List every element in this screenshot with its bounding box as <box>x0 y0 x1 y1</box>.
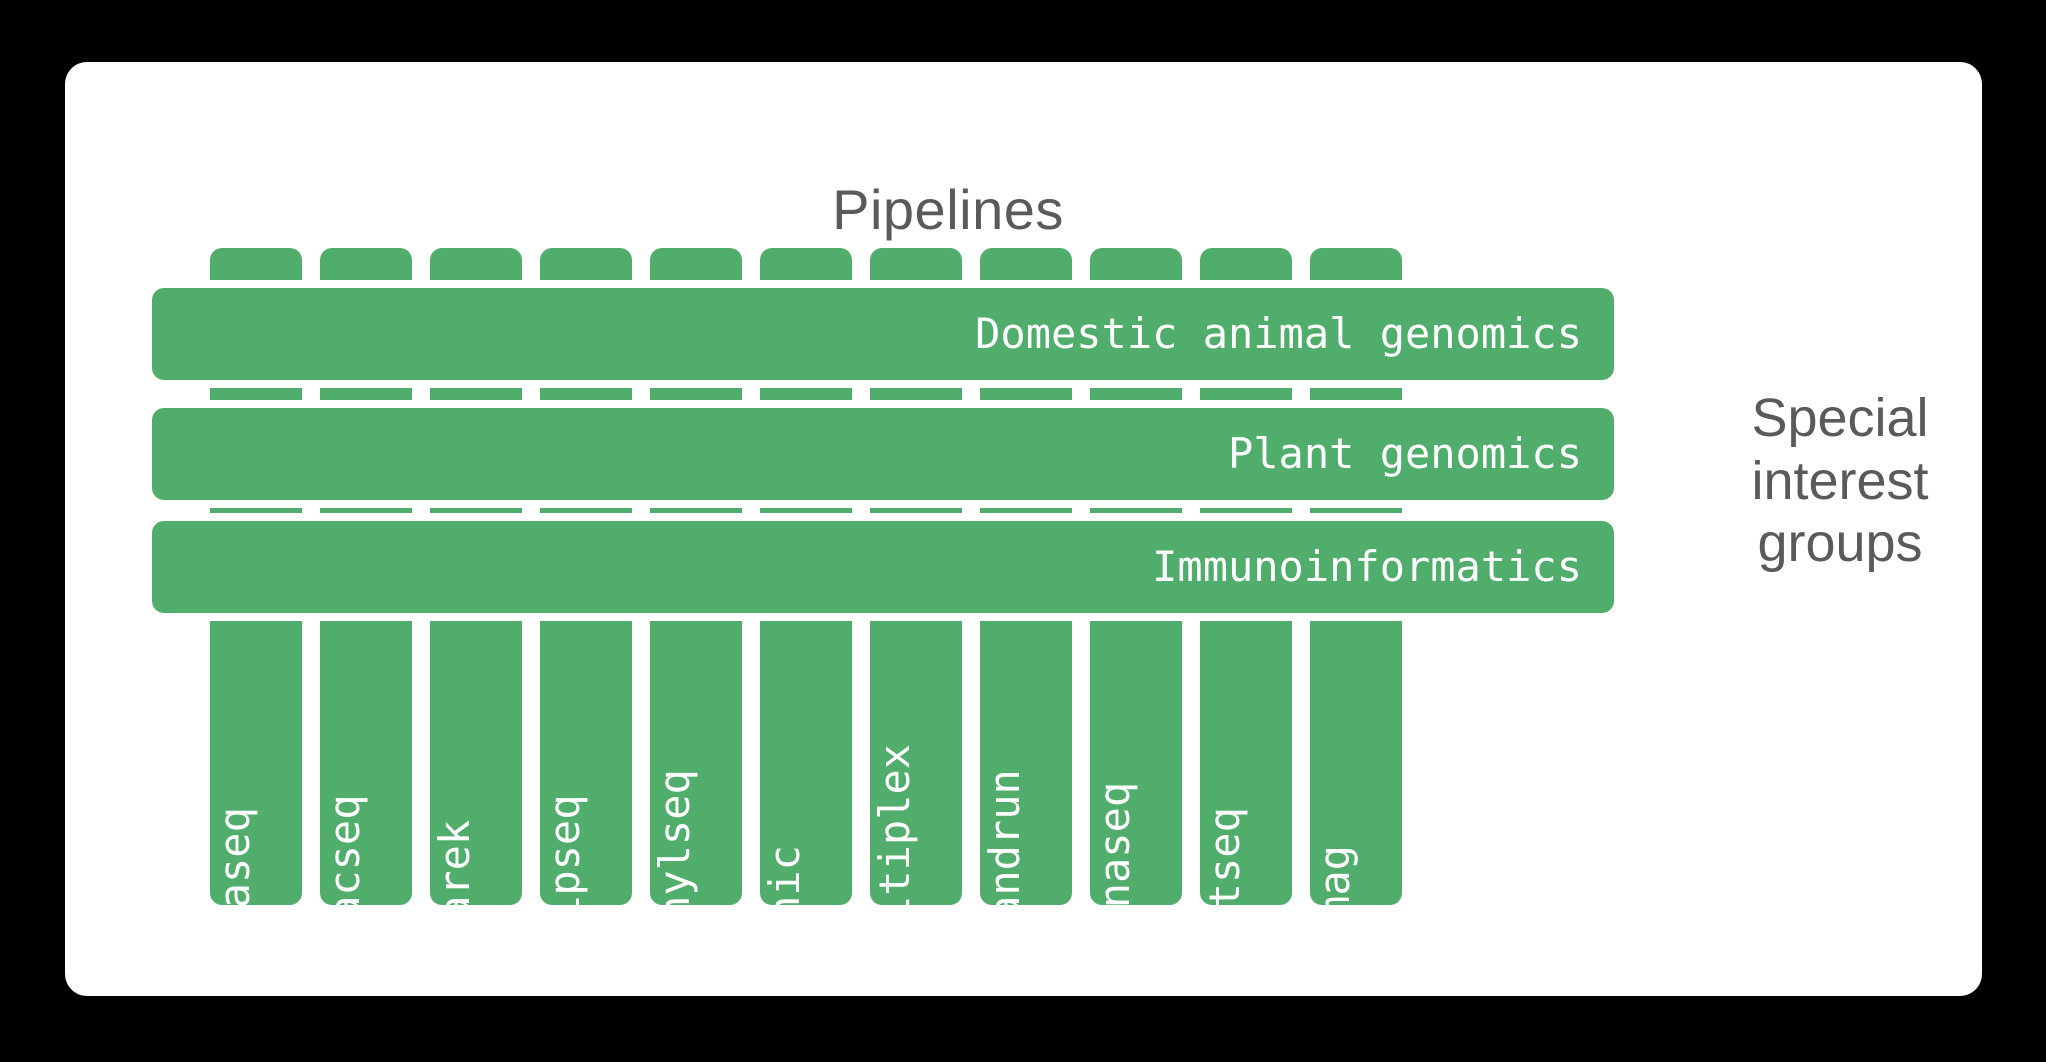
pipeline-column-segment-demultiplex[interactable] <box>870 508 962 513</box>
sig-bar-label: Immunoinformatics <box>1152 542 1582 591</box>
pipeline-column-segment-methylseq[interactable] <box>650 508 742 513</box>
pipeline-label-wrap: chipseq <box>540 621 632 905</box>
pipeline-label-wrap: rnaseq <box>210 621 302 905</box>
pipeline-column-segment-mag[interactable] <box>1310 508 1402 513</box>
pipeline-column-hgtseq[interactable]: hgtseq <box>1200 621 1292 905</box>
sig-bar-immunoinformatics[interactable]: Immunoinformatics <box>152 521 1614 613</box>
page-title: Pipelines <box>832 178 1064 241</box>
pipeline-label-hic: hic <box>760 845 809 905</box>
pipeline-column-demultiplex[interactable]: demultiplex <box>870 621 962 905</box>
pipeline-label-chipseq: chipseq <box>540 794 589 905</box>
pipeline-column-segment-hic[interactable] <box>760 508 852 513</box>
pipeline-label-wrap: cutandrun <box>980 621 1072 905</box>
pipeline-column-segment-demultiplex[interactable] <box>870 388 962 400</box>
pipeline-column-segment-sarek[interactable] <box>430 388 522 400</box>
pipeline-column-chipseq[interactable]: chipseq <box>540 621 632 905</box>
pipeline-label-rnaseq: rnaseq <box>210 807 259 905</box>
pipeline-label-smrnaseq: smrnaseq <box>1090 781 1139 905</box>
sig-bar-plant-genomics[interactable]: Plant genomics <box>152 408 1614 500</box>
pipeline-column-segment-chipseq[interactable] <box>540 248 632 280</box>
pipeline-column-segment-sarek[interactable] <box>430 248 522 280</box>
pipeline-column-segment-hic[interactable] <box>760 248 852 280</box>
pipeline-column-segment-atacseq[interactable] <box>320 508 412 513</box>
sig-bar-label: Domestic animal genomics <box>975 309 1582 358</box>
pipeline-column-segment-cutandrun[interactable] <box>980 388 1072 400</box>
pipeline-column-atacseq[interactable]: atacseq <box>320 621 412 905</box>
sig-bar-label: Plant genomics <box>1227 429 1582 478</box>
pipeline-column-methylseq[interactable]: methylseq <box>650 621 742 905</box>
pipeline-column-sarek[interactable]: sarek <box>430 621 522 905</box>
pipeline-column-segment-chipseq[interactable] <box>540 508 632 513</box>
pipeline-label-wrap: smrnaseq <box>1090 621 1182 905</box>
pipeline-column-hic[interactable]: hic <box>760 621 852 905</box>
pipeline-column-segment-hic[interactable] <box>760 388 852 400</box>
pipeline-column-segment-sarek[interactable] <box>430 508 522 513</box>
pipeline-column-rnaseq[interactable]: rnaseq <box>210 621 302 905</box>
pipeline-column-segment-cutandrun[interactable] <box>980 248 1072 280</box>
pipeline-column-segment-methylseq[interactable] <box>650 248 742 280</box>
pipeline-column-segment-atacseq[interactable] <box>320 388 412 400</box>
pipeline-label-wrap: hic <box>760 621 852 905</box>
pipeline-column-segment-methylseq[interactable] <box>650 388 742 400</box>
caption-line-2: interest <box>1751 450 1929 511</box>
pipeline-label-mag: mag <box>1310 845 1359 905</box>
pipelines-sig-diagram: rnaseq atacseq sarek chipseq methylseq hic dem… <box>65 62 1982 996</box>
pipeline-label-wrap: demultiplex <box>870 621 962 905</box>
pipeline-column-segment-atacseq[interactable] <box>320 248 412 280</box>
pipeline-label-wrap: methylseq <box>650 621 742 905</box>
pipeline-label-wrap: atacseq <box>320 621 412 905</box>
pipeline-column-cutandrun[interactable]: cutandrun <box>980 621 1072 905</box>
pipeline-column-segment-cutandrun[interactable] <box>980 508 1072 513</box>
pipeline-column-segment-mag[interactable] <box>1310 388 1402 400</box>
pipeline-column-segment-mag[interactable] <box>1310 248 1402 280</box>
pipeline-column-segment-chipseq[interactable] <box>540 388 632 400</box>
caption-line-1: Special <box>1751 388 1929 448</box>
pipeline-column-segment-rnaseq[interactable] <box>210 388 302 400</box>
pipeline-column-smrnaseq[interactable]: smrnaseq <box>1090 621 1182 905</box>
pipeline-column-segment-hgtseq[interactable] <box>1200 248 1292 280</box>
pipeline-label-cutandrun: cutandrun <box>980 769 1029 905</box>
pipeline-column-segment-hgtseq[interactable] <box>1200 388 1292 400</box>
diagram-card: Pipelines rnaseq atacseq sarek chipseq methy… <box>65 62 1982 996</box>
sig-bar-domestic-animal-genomics[interactable]: Domestic animal genomics <box>152 288 1614 380</box>
pipeline-label-sarek: sarek <box>430 819 479 905</box>
pipeline-column-segment-demultiplex[interactable] <box>870 248 962 280</box>
pipeline-column-segment-hgtseq[interactable] <box>1200 508 1292 513</box>
pipeline-column-segment-rnaseq[interactable] <box>210 248 302 280</box>
pipeline-label-hgtseq: hgtseq <box>1200 807 1249 905</box>
pipeline-label-wrap: mag <box>1310 621 1402 905</box>
pipeline-column-segment-smrnaseq[interactable] <box>1090 388 1182 400</box>
pipeline-column-segment-rnaseq[interactable] <box>210 508 302 513</box>
pipeline-label-wrap: hgtseq <box>1200 621 1292 905</box>
pipeline-column-segment-smrnaseq[interactable] <box>1090 508 1182 513</box>
pipeline-column-segment-smrnaseq[interactable] <box>1090 248 1182 280</box>
pipeline-column-mag[interactable]: mag <box>1310 621 1402 905</box>
caption-line-3: groups <box>1757 513 1923 574</box>
pipeline-label-wrap: sarek <box>430 621 522 905</box>
pipeline-label-atacseq: atacseq <box>320 794 369 905</box>
pipeline-label-demultiplex: demultiplex <box>870 743 919 905</box>
pipeline-label-methylseq: methylseq <box>650 769 699 905</box>
special-interest-groups-caption: Special interest groups <box>1715 387 1965 575</box>
